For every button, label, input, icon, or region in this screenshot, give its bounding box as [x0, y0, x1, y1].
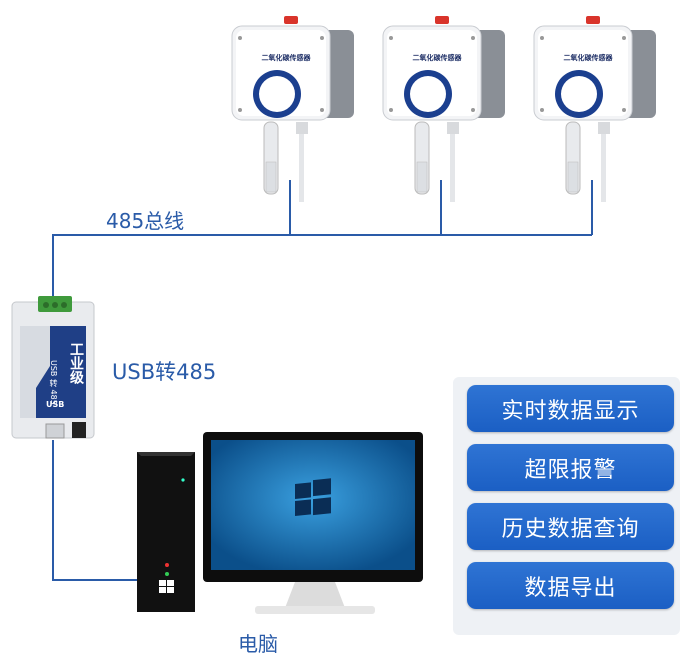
computer-label: 电脑 — [238, 632, 278, 656]
data-export-button[interactable]: 数据导出 — [467, 562, 674, 609]
co2-sensor-2: 二氧化碳传感器 — [379, 12, 509, 204]
sensor-title: 二氧化碳传感器 — [261, 54, 311, 62]
usb-port-label: USB — [46, 400, 65, 409]
converter-brand-text: 工业级 — [68, 342, 84, 384]
history-query-button[interactable]: 历史数据查询 — [467, 503, 674, 550]
overlimit-alarm-button[interactable]: 超限报警 — [467, 444, 674, 491]
co2-sensor-3: 二氧化碳传感器 — [530, 12, 660, 204]
usb-cable — [52, 440, 140, 581]
bus-label: 485总线 — [106, 209, 185, 233]
sensor-title: 二氧化碳传感器 — [412, 54, 462, 62]
converter-sub-text: USB 转 485 — [49, 360, 58, 405]
realtime-display-button[interactable]: 实时数据显示 — [467, 385, 674, 432]
computer — [135, 430, 425, 620]
bus-line — [52, 234, 592, 302]
co2-sensor-1: 二氧化碳传感器 — [228, 12, 358, 204]
converter-label: USB转485 — [112, 360, 217, 384]
usb-485-converter: 工业级 USB 转 485 USB — [10, 296, 96, 444]
sensor-title: 二氧化碳传感器 — [563, 54, 613, 62]
